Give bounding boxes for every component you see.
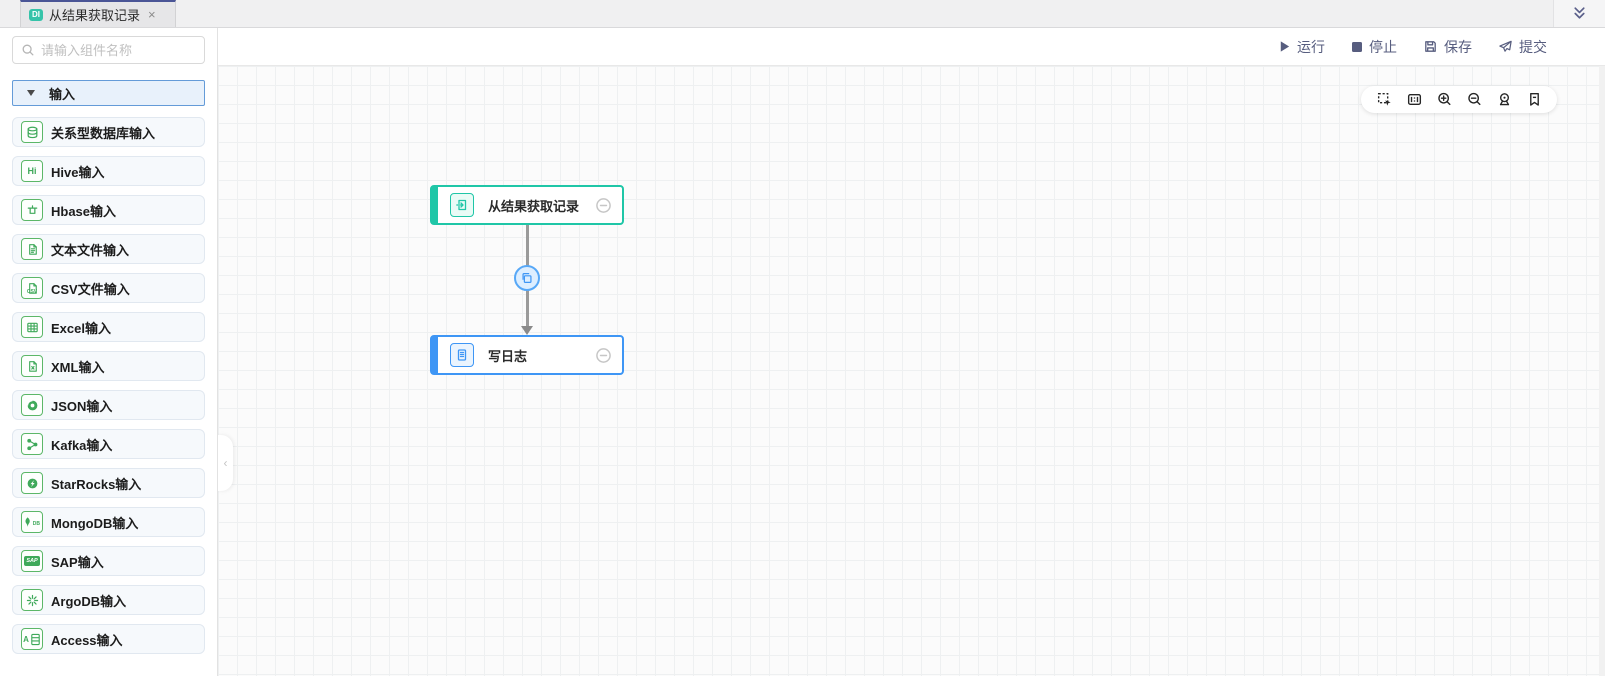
save-label: 保存: [1444, 38, 1472, 55]
mongodb-icon: DB: [21, 511, 43, 533]
sidebar-item-label: CSV文件输入: [51, 281, 130, 297]
argodb-icon: [21, 589, 43, 611]
sidebar-item-text-file[interactable]: 文本文件输入: [12, 234, 205, 264]
sidebar-item-access[interactable]: A Access输入: [12, 624, 205, 654]
sidebar-item-label: Access输入: [51, 632, 123, 648]
sidebar-item-label: 文本文件输入: [51, 242, 130, 258]
json-icon: [21, 394, 43, 416]
sidebar-item-argodb[interactable]: ArgoDB输入: [12, 585, 205, 615]
sidebar-item-label: SAP输入: [51, 554, 104, 570]
stop-icon: [1352, 41, 1362, 52]
submit-button[interactable]: 提交: [1498, 37, 1547, 57]
search-icon: [21, 43, 35, 57]
tab-title: 从结果获取记录: [49, 8, 141, 23]
access-icon: A: [21, 628, 43, 650]
csv-file-icon: CSV: [21, 277, 43, 299]
zoom-out-icon[interactable]: [1463, 89, 1485, 111]
run-label: 运行: [1297, 38, 1325, 55]
sidebar-item-label: Excel输入: [51, 320, 111, 336]
sidebar-item-csv[interactable]: CSV CSV文件输入: [12, 273, 205, 303]
sidebar-item-label: ArgoDB输入: [51, 593, 127, 609]
node-title: 从结果获取记录: [488, 198, 580, 214]
kafka-icon: [21, 433, 43, 455]
action-toolbar: 运行 停止 保存 提交: [218, 28, 1605, 66]
node-accent-bar: [432, 337, 438, 373]
sidebar-item-kafka[interactable]: Kafka输入: [12, 429, 205, 459]
starrocks-icon: [21, 472, 43, 494]
edge-copy-badge[interactable]: [514, 265, 540, 291]
canvas-scrollbar[interactable]: [1599, 66, 1605, 676]
circle-minus-icon[interactable]: [595, 197, 612, 214]
tab-close-icon[interactable]: ×: [148, 7, 156, 22]
marquee-select-icon[interactable]: [1373, 89, 1395, 111]
copy-icon: [520, 271, 534, 285]
sidebar-item-json[interactable]: JSON输入: [12, 390, 205, 420]
sidebar-item-label: JSON输入: [51, 398, 113, 414]
save-button[interactable]: 保存: [1423, 37, 1472, 57]
canvas-toolbar: [1361, 86, 1557, 113]
edge-arrowhead-icon: [521, 326, 533, 335]
hbase-icon: [21, 199, 43, 221]
excel-icon: [21, 316, 43, 338]
sidebar-item-hbase[interactable]: Hbase输入: [12, 195, 205, 225]
sidebar-item-label: MongoDB输入: [51, 515, 139, 531]
sidebar-collapse-handle[interactable]: ‹: [218, 435, 233, 491]
circle-minus-icon[interactable]: [595, 347, 612, 364]
sidebar-item-label: 关系型数据库输入: [51, 125, 156, 141]
section-input-header[interactable]: 输入: [12, 80, 205, 106]
canvas-column: 运行 停止 保存 提交 ‹: [218, 28, 1605, 676]
sidebar-item-label: Hbase输入: [51, 203, 117, 219]
xml-file-icon: [21, 355, 43, 377]
zoom-in-icon[interactable]: [1433, 89, 1455, 111]
component-sidebar: 输入 关系型数据库输入 Hi Hive输入 Hbase输入: [0, 28, 218, 676]
sidebar-item-label: Hive输入: [51, 164, 105, 180]
minimap-icon[interactable]: [1403, 89, 1425, 111]
search-input[interactable]: [41, 42, 196, 58]
tab-overflow-area: [1553, 0, 1605, 27]
save-icon: [1425, 41, 1436, 52]
node-title: 写日志: [488, 348, 528, 364]
node-write-log[interactable]: 写日志: [430, 335, 624, 375]
database-icon: [21, 121, 43, 143]
chevron-left-icon: ‹: [223, 456, 228, 470]
workflow-canvas[interactable]: ‹: [218, 66, 1605, 676]
hive-icon: Hi: [21, 160, 43, 182]
sidebar-item-label: StarRocks输入: [51, 476, 142, 492]
sidebar-item-label: XML输入: [51, 359, 105, 375]
sidebar-item-sap[interactable]: SAP SAP输入: [12, 546, 205, 576]
text-file-icon: [21, 238, 43, 260]
caret-down-icon: [27, 90, 35, 96]
component-search[interactable]: [12, 36, 205, 64]
result-records-icon: [450, 193, 474, 217]
submit-label: 提交: [1519, 38, 1547, 55]
node-accent-bar: [432, 187, 438, 223]
stop-button[interactable]: 停止: [1351, 37, 1397, 57]
sidebar-item-xml[interactable]: XML输入: [12, 351, 205, 381]
run-button[interactable]: 运行: [1278, 37, 1325, 57]
di-badge: DI: [29, 8, 43, 21]
sidebar-item-label: Kafka输入: [51, 437, 113, 453]
double-chevron-down-icon[interactable]: [1569, 3, 1591, 25]
main-split: 输入 关系型数据库输入 Hi Hive输入 Hbase输入: [0, 28, 1605, 676]
sidebar-item-starrocks[interactable]: StarRocks输入: [12, 468, 205, 498]
bookmark-icon[interactable]: [1523, 89, 1545, 111]
sidebar-item-hive[interactable]: Hi Hive输入: [12, 156, 205, 186]
sidebar-item-excel[interactable]: Excel输入: [12, 312, 205, 342]
node-result-records[interactable]: 从结果获取记录: [430, 185, 624, 225]
stop-label: 停止: [1369, 38, 1397, 55]
sidebar-item-relational-db[interactable]: 关系型数据库输入: [12, 117, 205, 147]
section-label: 输入: [49, 86, 76, 102]
tab-bar: DI 从结果获取记录 ×: [0, 0, 1605, 28]
locate-icon[interactable]: [1493, 89, 1515, 111]
sap-icon: SAP: [21, 550, 43, 572]
write-log-icon: [450, 343, 474, 367]
play-icon: [1280, 41, 1290, 52]
paper-plane-icon: [1499, 40, 1512, 52]
tab-active[interactable]: DI 从结果获取记录 ×: [20, 0, 176, 27]
sidebar-item-mongodb[interactable]: DB MongoDB输入: [12, 507, 205, 537]
